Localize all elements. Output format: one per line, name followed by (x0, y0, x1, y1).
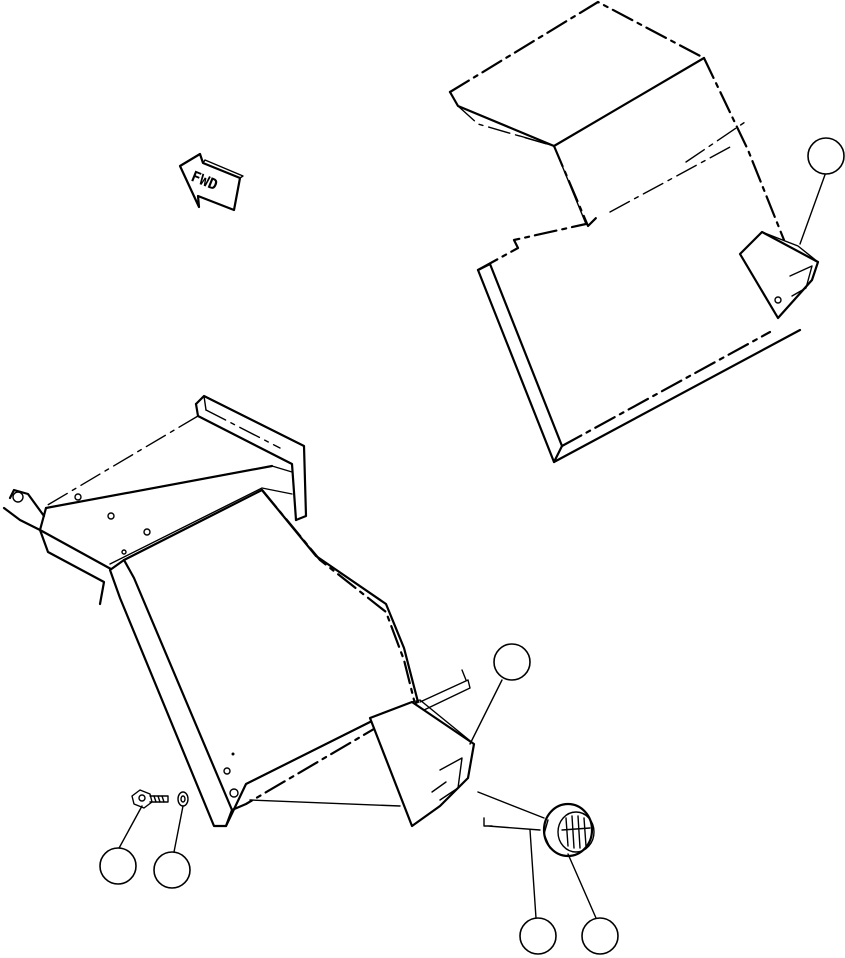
callout-bubble (99, 847, 137, 885)
callout-bubble (493, 643, 531, 681)
callout-bubble (807, 137, 845, 175)
callout-bubble (153, 851, 191, 889)
callout-bubbles (99, 137, 845, 955)
callout-bubble (519, 917, 557, 955)
work-lamp (477, 791, 597, 919)
lower-fender-assembly (2, 394, 503, 828)
fwd-label: FWD (188, 167, 220, 194)
callout-bubble (581, 917, 619, 955)
forward-direction-arrow: FWD (178, 152, 244, 212)
upper-fender-assembly (448, 0, 827, 464)
bolt-and-washer (117, 789, 189, 853)
